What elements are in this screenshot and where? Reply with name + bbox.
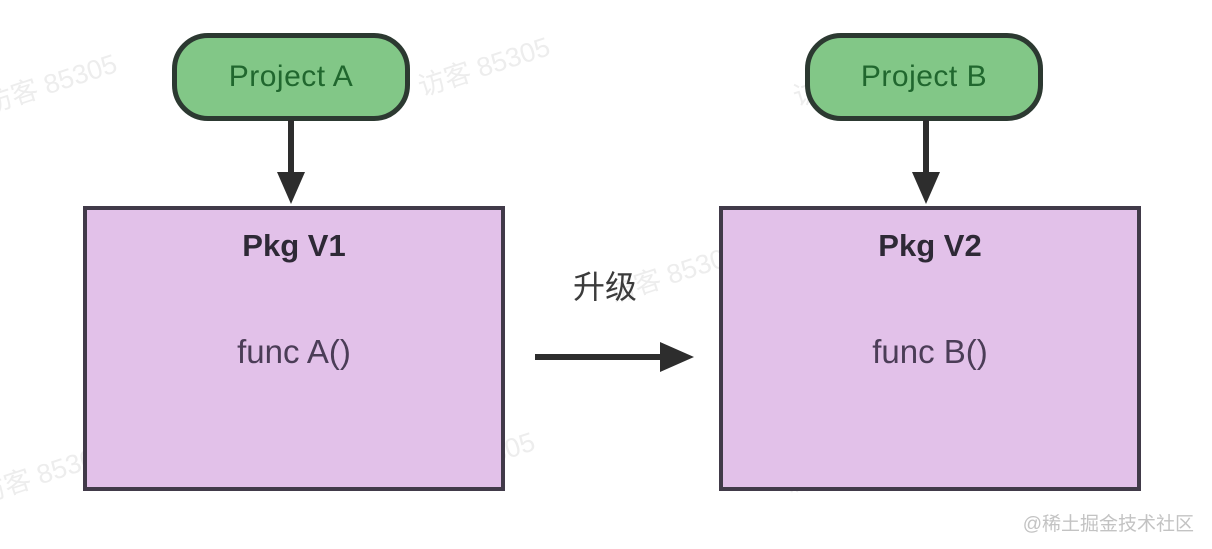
pkg-v1-function: func A() [237, 333, 351, 370]
upgrade-label: 升级 [572, 269, 637, 305]
pkg-v2-title: Pkg V2 [878, 228, 982, 263]
upgrade-arrow-line [535, 354, 665, 360]
visitor-watermark: 访客 85305 [0, 48, 121, 120]
arrow-a-head-icon [277, 172, 305, 204]
upgrade-arrow-head-icon [660, 342, 694, 372]
arrow-a-line [288, 120, 294, 174]
pkg-v2-node: Pkg V2 func B() [719, 206, 1141, 491]
pkg-v1-node: Pkg V1 func A() [83, 206, 505, 491]
project-a-node: Project A [172, 33, 410, 121]
pkg-v2-function: func B() [872, 333, 988, 370]
project-a-label: Project A [228, 60, 354, 93]
project-b-label: Project B [860, 60, 988, 93]
arrow-b-head-icon [912, 172, 940, 204]
pkg-v1-title: Pkg V1 [242, 228, 346, 263]
project-b-node: Project B [805, 33, 1043, 121]
arrow-b-line [923, 120, 929, 174]
juejin-credit-watermark: @稀土掘金技术社区 [1022, 514, 1194, 535]
visitor-watermark: 访客 85305 [414, 31, 554, 103]
